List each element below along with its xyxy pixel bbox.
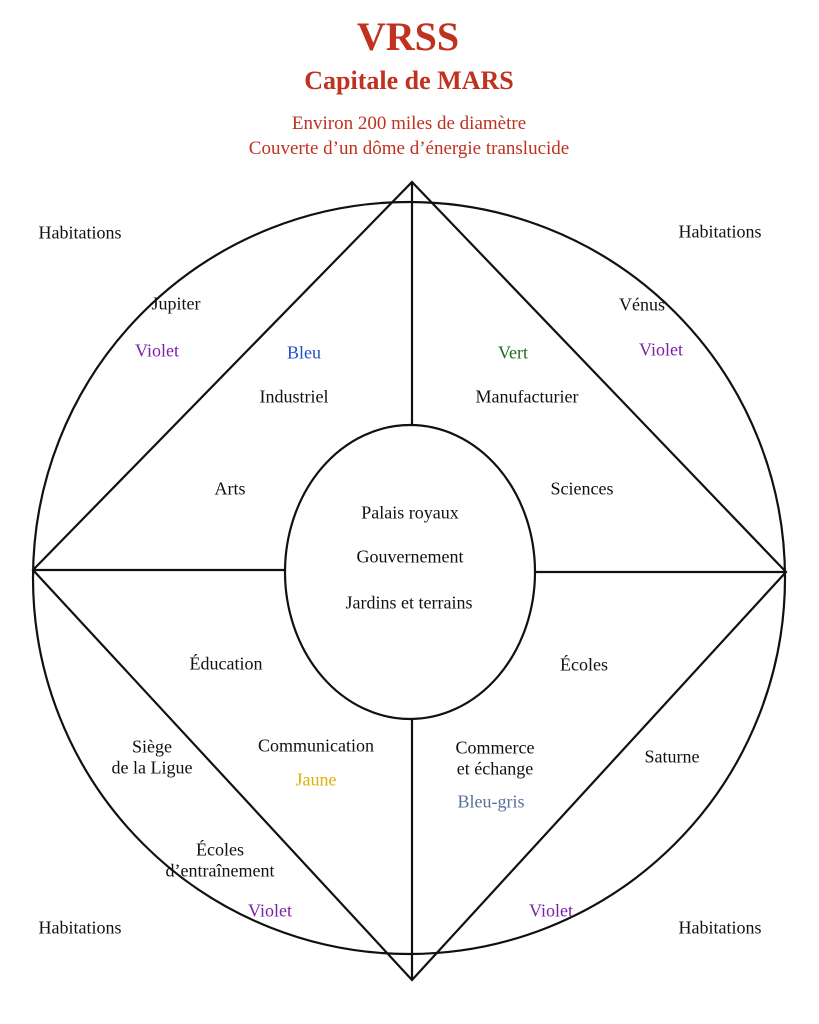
vert-label: Vert	[498, 342, 528, 363]
habitations-bottom-left: Habitations	[38, 917, 122, 938]
palais-royaux-label: Palais royaux	[361, 502, 459, 523]
page-title: VRSS	[356, 14, 460, 59]
jardins-terrains-label: Jardins et terrains	[345, 592, 473, 613]
industriel-label: Industriel	[259, 386, 329, 407]
jupiter-label: Jupiter	[151, 293, 201, 314]
jupiter-color-label: Violet	[135, 340, 179, 361]
page-subtitle: Capitale de MARS	[304, 66, 514, 96]
venus-label: Vénus	[619, 294, 665, 315]
ecoles-entrainement-label: Écoles d’entraînement	[165, 839, 275, 880]
manufacturier-label: Manufacturier	[475, 386, 579, 407]
jaune-label: Jaune	[295, 769, 337, 790]
education-label: Éducation	[189, 653, 263, 674]
saturne-label: Saturne	[644, 746, 700, 767]
communication-label: Communication	[258, 735, 374, 756]
venus-color-label: Violet	[639, 339, 683, 360]
sciences-label: Sciences	[550, 478, 614, 499]
southeast-violet-label: Violet	[529, 900, 573, 921]
habitations-top-right: Habitations	[678, 221, 762, 242]
bleu-label: Bleu	[287, 342, 321, 363]
siege-ligue-label: Siège de la Ligue	[111, 736, 193, 777]
habitations-bottom-right: Habitations	[678, 917, 762, 938]
arts-label: Arts	[214, 478, 246, 499]
commerce-echange-label: Commerce et échange	[455, 737, 535, 778]
habitations-top-left: Habitations	[38, 222, 122, 243]
central-palace-ellipse	[283, 423, 537, 721]
gouvernement-label: Gouvernement	[356, 546, 464, 567]
southwest-violet-label: Violet	[248, 900, 292, 921]
outer-dome-circle	[31, 200, 787, 956]
bleu-gris-label: Bleu-gris	[457, 791, 525, 812]
diameter-note: Environ 200 miles de diamètre	[291, 113, 527, 135]
ecoles-label: Écoles	[560, 654, 608, 675]
dome-note: Couverte d’un dôme d’énergie translucide	[248, 138, 570, 160]
